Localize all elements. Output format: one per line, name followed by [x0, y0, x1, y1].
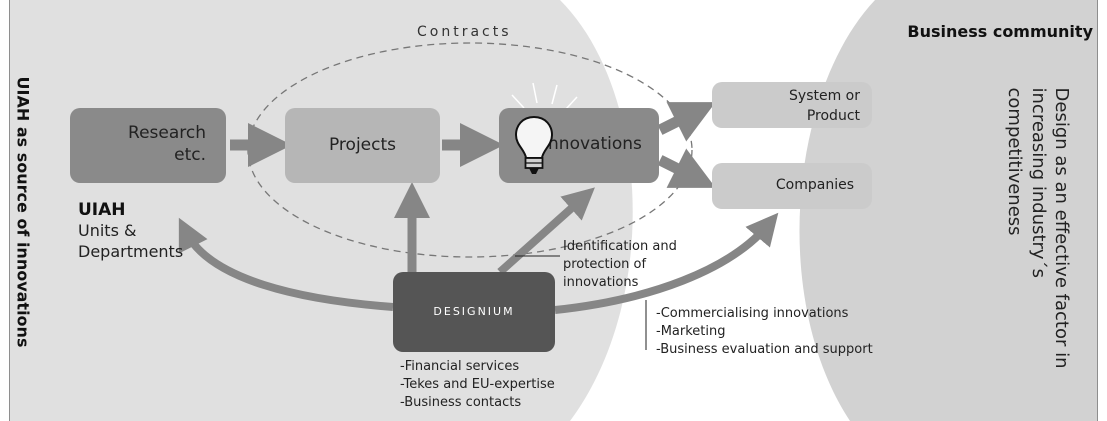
designium-box: DESIGNIUM — [393, 272, 555, 352]
commercial-item: -Marketing — [656, 323, 726, 339]
design-factor-line1: Design as an effective factor in — [1051, 87, 1073, 369]
curved-arrow-to-companies — [554, 212, 779, 314]
light-ray — [565, 96, 578, 110]
identification-line3: innovations — [563, 274, 639, 290]
design-factor-line2: increasing industry´s — [1027, 87, 1049, 278]
light-ray — [532, 82, 538, 104]
commercial-item: -Commercialising innovations — [656, 306, 849, 321]
system-product-line2: Product — [806, 108, 860, 125]
designium-service-item: -Financial services — [400, 359, 520, 374]
design-factor-line3: competitiveness — [1004, 87, 1026, 236]
designium-service-item: -Business contacts — [400, 394, 522, 410]
business-community-region — [799, 0, 1097, 421]
uiah-units-block: UIAH Units & Departments — [78, 199, 183, 263]
commercial-services-list: -Commercialising innovations -Marketing … — [656, 305, 873, 359]
companies-label: Companies — [775, 177, 854, 193]
innovations-label: Innovations — [543, 134, 642, 154]
research-box: Research etc. — [70, 108, 226, 183]
designium-label: DESIGNIUM — [433, 305, 515, 319]
identification-line2: protection of — [563, 256, 647, 272]
curved-arrow-to-uiah — [178, 217, 394, 311]
uiah-departments-line: Departments — [78, 241, 184, 261]
designium-services-list: -Financial services -Tekes and EU-expert… — [400, 358, 555, 412]
companies-box: Companies — [712, 163, 872, 209]
light-ray — [511, 94, 525, 109]
innovations-box: Innovations — [499, 108, 659, 183]
uiah-title: UIAH — [78, 200, 126, 220]
research-label-line1: Research — [128, 123, 206, 143]
arrow-designium-to-innovations — [497, 187, 595, 275]
identification-line1: Identification and — [563, 239, 677, 254]
arrow-innovations-to-companies — [657, 148, 716, 188]
projects-label: Projects — [328, 134, 397, 155]
design-factor-text: Design as an effective factor in increas… — [1003, 88, 1073, 369]
light-ray — [551, 84, 558, 105]
uiah-units-line: Units & — [78, 221, 137, 241]
system-product-box: System or Product — [712, 82, 872, 128]
identification-text: Identification and protection of innovat… — [563, 238, 677, 292]
arrow-innovations-to-system — [657, 102, 716, 142]
contracts-label: Contracts — [417, 24, 512, 40]
commercial-item: -Business evaluation and support — [656, 341, 873, 357]
projects-box: Projects — [285, 108, 440, 183]
uiah-side-label: UIAH as source of innovations — [13, 76, 33, 348]
designium-service-item: -Tekes and EU-expertise — [400, 376, 555, 392]
system-product-line1: System or — [789, 88, 860, 104]
business-community-header: Business community — [907, 22, 1093, 41]
lightbulb-icon — [514, 115, 554, 174]
research-label-line2: etc. — [174, 145, 206, 166]
